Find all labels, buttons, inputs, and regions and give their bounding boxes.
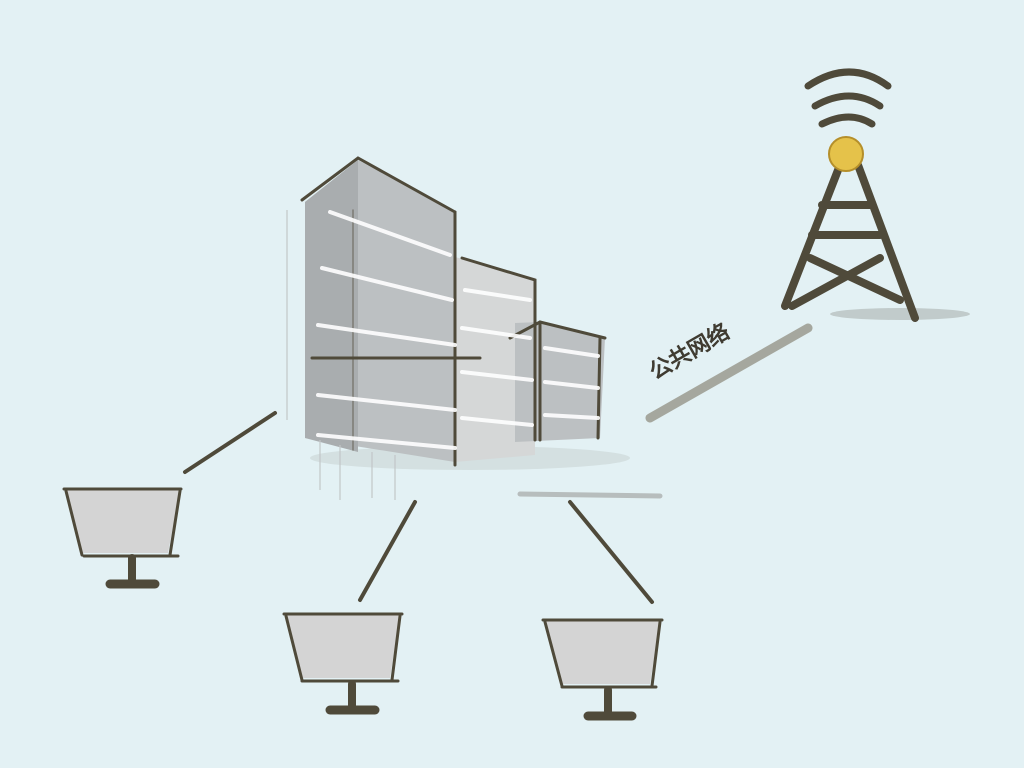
computer-2-monitor-icon [282,612,404,715]
antenna-tower-icon [781,68,970,322]
connection-lines [183,323,813,604]
edge-building-to-tower [645,323,813,423]
edge-building-to-computer-2 [358,500,417,602]
antenna-bulb [828,136,864,172]
building-icon [286,156,663,500]
edge-building-to-computer-3 [568,500,654,604]
edge-building-to-computer-1 [183,411,277,474]
computer-1-monitor-icon [62,487,183,589]
computer-3-monitor-icon [541,618,664,721]
